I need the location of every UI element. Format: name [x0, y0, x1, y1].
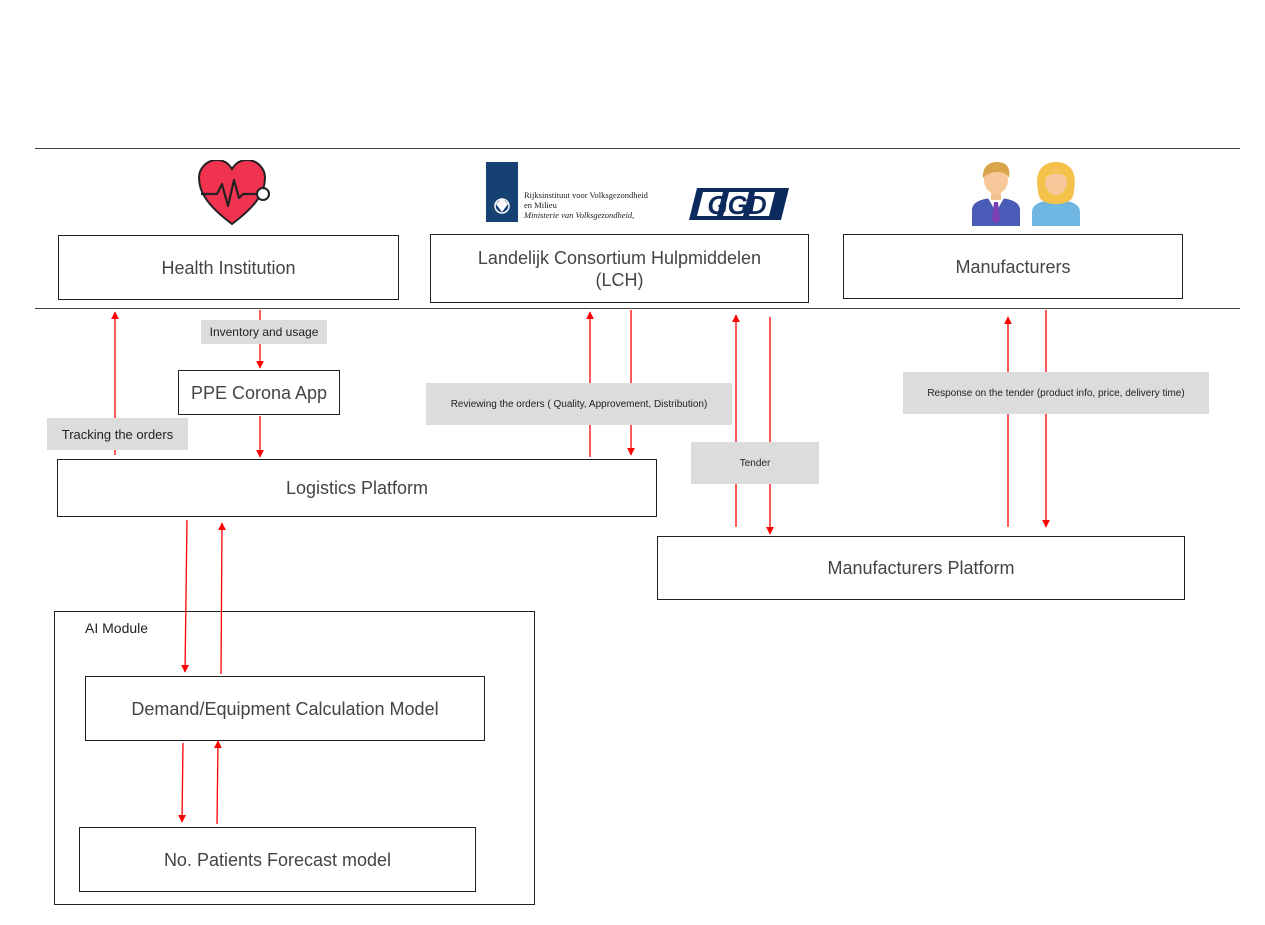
manufacturers-platform-box[interactable]: Manufacturers Platform: [657, 536, 1185, 600]
ai-module-label: AI Module: [85, 620, 149, 636]
health-institution-box[interactable]: Health Institution: [58, 235, 399, 300]
demand-model-label: Demand/Equipment Calculation Model: [131, 698, 439, 719]
manufacturers-label: Manufacturers: [955, 256, 1071, 277]
manufacturers-box[interactable]: Manufacturers: [843, 234, 1183, 299]
forecast-model-box[interactable]: No. Patients Forecast model: [79, 827, 476, 892]
rivm-line1: Rijksinstituut voor Volksgezondheid: [524, 190, 649, 200]
top-divider: [35, 148, 1240, 149]
rivm-line3: Ministerie van Volksgezondheid,: [523, 210, 634, 220]
edge-label-response: Response on the tender (product info, pr…: [903, 372, 1209, 414]
arrow-logistics-to-demand: [181, 519, 189, 673]
manufacturers-platform-label: Manufacturers Platform: [827, 558, 1015, 578]
edge-label-tender: Tender: [691, 442, 819, 484]
arrow-forecast-to-demand: [214, 740, 222, 825]
edge-label-tracking: Tracking the orders: [47, 418, 188, 450]
ppe-corona-app-label: PPE Corona App: [190, 382, 328, 403]
forecast-model-label: No. Patients Forecast model: [163, 849, 392, 870]
arrow-demand-to-forecast: [178, 742, 186, 823]
arrow-demand-to-logistics: [218, 522, 226, 675]
demand-model-box[interactable]: Demand/Equipment Calculation Model: [85, 676, 485, 741]
rivm-logo: Rijksinstituut voor Volksgezondheid en M…: [486, 162, 649, 222]
lch-label: Landelijk Consortium Hulpmiddelen (LCH): [477, 247, 762, 290]
logistics-platform-box[interactable]: Logistics Platform: [57, 459, 657, 517]
logistics-platform-label: Logistics Platform: [285, 478, 429, 498]
ggd-text: GGD: [707, 190, 766, 220]
heart-pulse-icon: [197, 160, 270, 226]
edge-label-reviewing: Reviewing the orders ( Quality, Approvem…: [426, 383, 732, 425]
business-people-icon: [972, 162, 1080, 226]
edge-label-inventory: Inventory and usage: [201, 320, 327, 344]
lch-box[interactable]: Landelijk Consortium Hulpmiddelen (LCH): [430, 234, 809, 303]
ppe-corona-app-box[interactable]: PPE Corona App: [178, 370, 340, 415]
rivm-line2: en Milieu: [524, 200, 558, 210]
ai-module-container: [54, 611, 535, 905]
middle-divider: [35, 308, 1240, 309]
health-institution-label: Health Institution: [161, 257, 296, 278]
ggd-logo: GGD: [689, 188, 789, 220]
